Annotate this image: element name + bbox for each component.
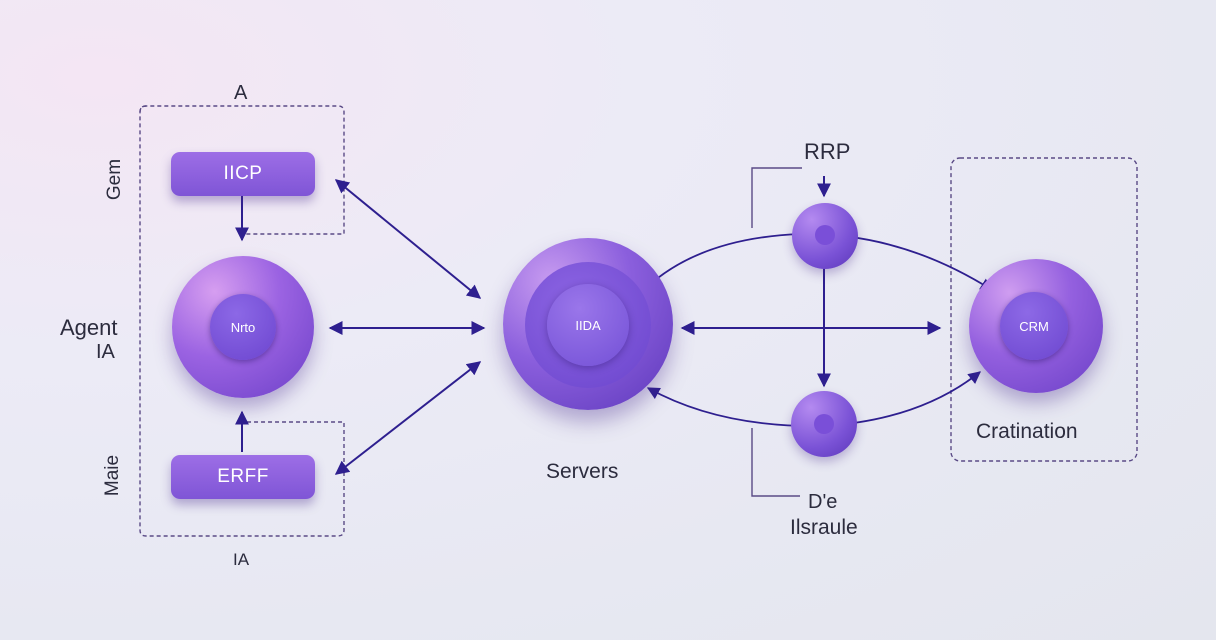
center-hub-ring: IIDA (525, 262, 651, 388)
node-iicp[interactable]: IICP (171, 152, 315, 196)
routing-bottom-label-2: Ilsraule (790, 516, 858, 539)
arrow-bottom-diag (334, 361, 482, 475)
left-group-footer: ΙA (233, 550, 250, 569)
right-core-label: CRM (1019, 318, 1049, 334)
right-core-inner: CRM (1000, 292, 1068, 360)
routing-node-bottom-dot (814, 414, 834, 434)
routing-bracket-top (751, 167, 802, 228)
left-core-disc[interactable]: Nrto (172, 256, 314, 398)
routing-bracket-bottom (751, 428, 800, 497)
routing-node-top[interactable] (792, 203, 858, 269)
right-group-border (950, 157, 1138, 462)
left-core-label: Nrto (230, 319, 256, 335)
right-core-disc[interactable]: CRM (969, 259, 1103, 393)
center-hub-label: IIDA (575, 317, 601, 333)
right-group-label: Cratination (976, 420, 1078, 443)
routing-top-label: RRP (804, 139, 851, 164)
left-group-border (139, 105, 345, 235)
servers-label: Servers (546, 460, 619, 483)
node-erff-label: ERFF (217, 466, 269, 487)
center-hub-core: IIDA (547, 284, 629, 366)
left-core-inner: Nrto (210, 294, 276, 360)
center-hub-outer[interactable]: IIDA (503, 238, 673, 410)
side-label-ia: IA (96, 341, 115, 363)
arrow-top-diag (334, 179, 482, 299)
routing-node-bottom[interactable] (791, 391, 857, 457)
routing-bottom-label-1: D'e (808, 491, 838, 513)
side-label-agent: Agent (60, 315, 118, 340)
node-erff[interactable]: ERFF (171, 455, 315, 499)
side-label-bottom: Maie (102, 454, 124, 497)
routing-node-top-dot (815, 225, 835, 245)
node-iicp-label: IICP (223, 163, 263, 184)
side-label-top: Gem (104, 158, 126, 201)
left-group-title: A (234, 82, 248, 104)
